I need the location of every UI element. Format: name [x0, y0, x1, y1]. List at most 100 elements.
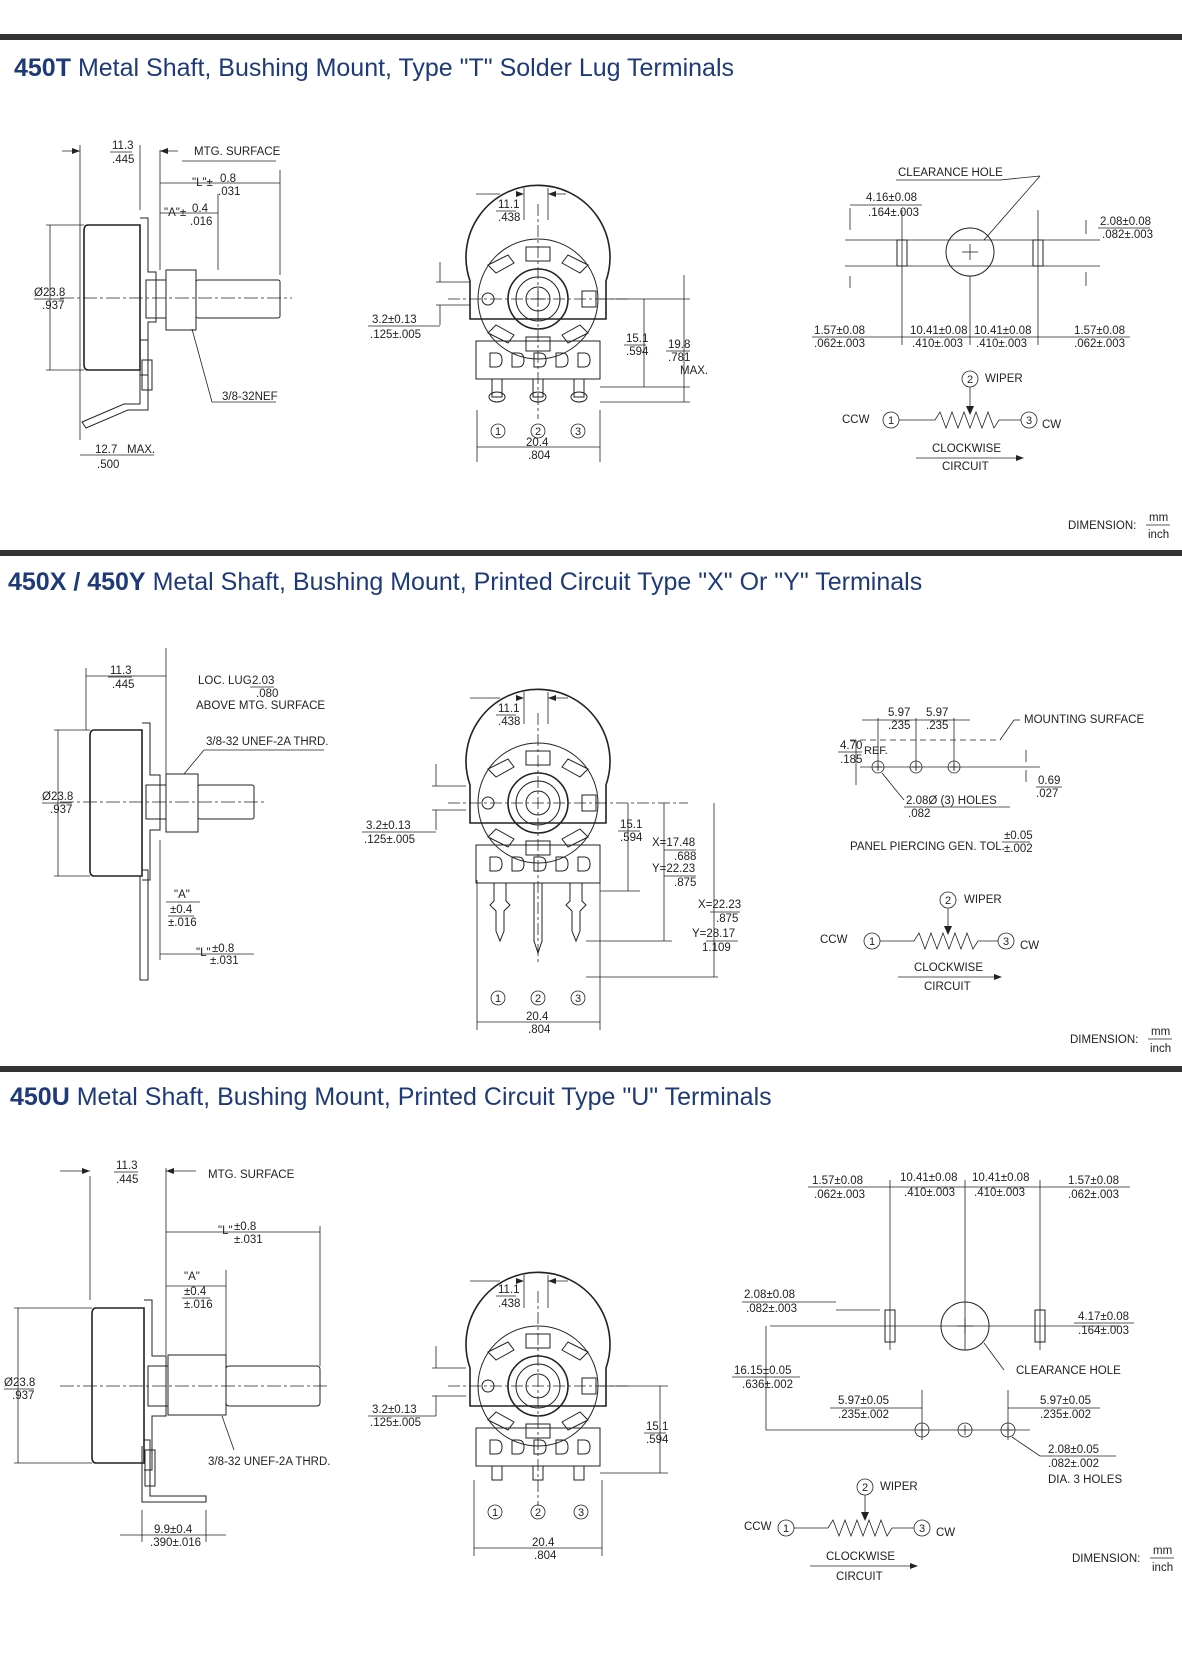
thread-label: 3/8-32NEF	[222, 391, 278, 403]
holes-label: DIA. 3 HOLES	[1048, 1474, 1122, 1486]
clockwise-label: CLOCKWISE	[932, 443, 1001, 455]
a-tol-in: ±.016	[168, 917, 197, 929]
mounting-surface: MOUNTING SURFACE	[1024, 714, 1144, 726]
lug-mm: 9.9±0.4	[154, 1524, 193, 1536]
r1-in: .062±.003	[1068, 1189, 1119, 1201]
dimension-legend: DIMENSION: mm inch	[1070, 1026, 1172, 1055]
ref-in: .185	[840, 754, 862, 766]
diagram-450t: 11.3 .445 MTG. SURFACE "L"± 0.8 .031 "A"…	[34, 140, 1170, 541]
clockwise-label: CLOCKWISE	[914, 962, 983, 974]
holes-in: .082±.002	[1048, 1458, 1099, 1470]
dia-mm: Ø23.8	[42, 791, 73, 803]
d2-in: .082±.003	[1102, 229, 1153, 241]
cw-label: CW	[1020, 940, 1039, 952]
dia-in: .937	[12, 1390, 34, 1402]
key-mm: 3.2±0.13	[372, 314, 417, 326]
l-label: "L"	[218, 1225, 233, 1237]
l-label: "L"±	[192, 177, 213, 189]
thread-label: 3/8-32 UNEF-2A THRD.	[206, 736, 329, 748]
circuit-label: CIRCUIT	[924, 981, 971, 993]
clearance-label: CLEARANCE HOLE	[898, 167, 1003, 179]
mtg-surface-label: MTG. SURFACE	[194, 146, 281, 158]
ref-label: REF.	[864, 745, 888, 757]
y2-in: 1.109	[702, 942, 731, 954]
l-label: "L"	[196, 947, 211, 959]
width-in: .804	[528, 1024, 551, 1036]
y2-mm: Y=28.17	[692, 928, 735, 940]
y1-mm: Y=22.23	[652, 863, 695, 875]
a-label: "A"	[174, 889, 190, 901]
a-tol-mm: ±0.4	[184, 1286, 207, 1298]
pin-numbers: 1 2 3	[487, 1504, 589, 1520]
l-tol-mm: ±0.8	[234, 1221, 256, 1233]
dimension-mm: mm	[1149, 512, 1168, 524]
key-mm: 3.2±0.13	[372, 1404, 417, 1416]
width-mm: 20.4	[526, 437, 549, 449]
ccw-label: CCW	[842, 414, 870, 426]
d2-mm: 2.08±0.08	[744, 1289, 795, 1301]
panel-layout: 1.57±0.08 .062±.003 10.41±0.08 .410±.003…	[732, 1172, 1134, 1486]
lug-max: MAX.	[127, 444, 155, 456]
dia-mm: Ø23.8	[4, 1377, 35, 1389]
tol-mm: ±0.05	[1004, 830, 1033, 842]
node-2: 2	[945, 895, 951, 907]
clockwise-label: CLOCKWISE	[826, 1551, 895, 1563]
dimension-label: DIMENSION:	[1068, 520, 1136, 532]
lug-in: .500	[97, 459, 119, 471]
key-mm: 3.2±0.13	[366, 820, 411, 832]
body-len-mm: 11.3	[110, 665, 132, 677]
tol-in: ±.002	[1004, 843, 1033, 855]
pin-1: 1	[495, 426, 501, 438]
h1-mm: 15.1	[646, 1421, 668, 1433]
l-tol-mm: 0.8	[220, 173, 236, 185]
node-3: 3	[919, 1523, 925, 1535]
node-3: 3	[1026, 415, 1032, 427]
dia-in: .937	[42, 300, 64, 312]
c1-mm: 10.41±0.08	[900, 1172, 957, 1184]
loc-in: .080	[256, 688, 278, 700]
node-1: 1	[888, 415, 894, 427]
node-3: 3	[1003, 936, 1009, 948]
ref-mm: 4.70	[840, 740, 862, 752]
section-code: 450T	[14, 54, 71, 82]
dimension-inch: inch	[1152, 1562, 1173, 1574]
circuit-diagram: 2 WIPER CCW 1 3 CW CLOCKWISE CIRCUIT	[744, 1478, 955, 1583]
holes-in: .082	[908, 808, 930, 820]
front-view	[448, 1271, 628, 1506]
off-in: .027	[1036, 788, 1058, 800]
lug-mm: 12.7	[95, 444, 117, 456]
c2-mm: 10.41±0.08	[972, 1172, 1029, 1184]
d1-in: .164±.003	[1078, 1325, 1129, 1337]
ccw-label: CCW	[820, 934, 848, 946]
s1-in: .235	[888, 720, 910, 732]
h1-in: .594	[626, 346, 649, 358]
x2-mm: X=22.23	[698, 899, 741, 911]
panel-layout: 5.97 .235 5.97 .235 MOUNTING SURFACE 4.7…	[838, 707, 1144, 855]
node-1: 1	[783, 1523, 789, 1535]
front-top-mm: 11.1	[498, 199, 520, 211]
x2-in: .875	[716, 913, 738, 925]
l-tol-mm: ±0.8	[212, 943, 234, 955]
c1-in: .410±.003	[912, 338, 963, 350]
l1-in: .062±.003	[814, 1189, 865, 1201]
front-dims: 11.1 .438 3.2±0.13 .125±.005 15.1 .594 1…	[368, 188, 708, 462]
a-tol-mm: 0.4	[192, 203, 209, 215]
width-in: .804	[528, 450, 551, 462]
c2-in: .410±.003	[974, 1187, 1025, 1199]
mtg-surface-label: MTG. SURFACE	[208, 1169, 295, 1181]
wiper-label: WIPER	[985, 373, 1023, 385]
l1-mm: 1.57±0.08	[812, 1175, 863, 1187]
a-tol-in: ±.016	[184, 1299, 213, 1311]
l-tol-in: ±.031	[234, 1234, 263, 1246]
c2-in: .410±.003	[976, 338, 1027, 350]
side-view: 11.3 .445 LOC. LUG 2.03 .080 ABOVE MTG. …	[42, 648, 329, 981]
d2-mm: 2.08±0.08	[1100, 216, 1151, 228]
v-mm: 16.15±0.05	[734, 1365, 791, 1377]
l1-mm: 1.57±0.08	[814, 325, 865, 337]
section-divider	[0, 1066, 1182, 1072]
dimension-mm: mm	[1153, 1545, 1172, 1557]
front-view	[448, 688, 688, 963]
h1-in: .594	[646, 1434, 669, 1446]
r1-mm: 1.57±0.08	[1074, 325, 1125, 337]
pin-1: 1	[492, 1507, 498, 1519]
